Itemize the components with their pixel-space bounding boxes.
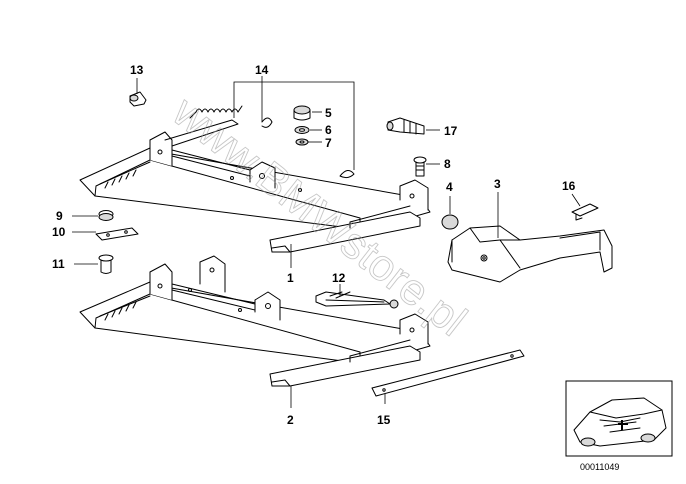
- callout-6: 6: [325, 123, 332, 137]
- diagram-number: 00011049: [580, 462, 619, 472]
- callout-12: 12: [332, 271, 346, 285]
- callout-4: 4: [446, 180, 453, 194]
- spacer-part[interactable]: [98, 210, 114, 221]
- callout-16: 16: [562, 179, 576, 193]
- callout-1: 1: [287, 271, 294, 285]
- bolt-part[interactable]: [98, 254, 114, 274]
- threaded-stud[interactable]: [386, 117, 425, 135]
- shim-plate[interactable]: [95, 227, 139, 241]
- callout-9: 9: [56, 209, 63, 223]
- cable-linkage[interactable]: [315, 291, 399, 309]
- cap-part[interactable]: [441, 214, 459, 230]
- callout-7: 7: [325, 136, 332, 150]
- pin-part[interactable]: [129, 91, 147, 107]
- callout-labels: 13 14 5 6 7 17 8 4 3 16 9 10 11 1 12 2 1…: [52, 63, 576, 427]
- callout-5: 5: [325, 106, 332, 120]
- callout-11: 11: [52, 257, 65, 271]
- car-thumbnail-icon: [565, 380, 673, 457]
- callout-17: 17: [444, 124, 458, 138]
- seat-rail-upper[interactable]: [79, 119, 431, 253]
- callout-8: 8: [444, 157, 451, 171]
- callout-14: 14: [255, 63, 269, 77]
- tension-spring[interactable]: [189, 105, 355, 179]
- callout-10: 10: [52, 225, 66, 239]
- bushing-part[interactable]: [293, 105, 311, 121]
- clamp-part[interactable]: [571, 203, 599, 221]
- seat-rail-lower[interactable]: [79, 255, 431, 387]
- washer-part[interactable]: [294, 126, 310, 134]
- screw-part[interactable]: [413, 156, 427, 177]
- callout-3: 3: [494, 177, 501, 191]
- side-trim-bracket[interactable]: [447, 225, 613, 283]
- flat-strip[interactable]: [371, 349, 525, 397]
- callout-13: 13: [130, 63, 144, 77]
- leader-lines: [72, 76, 581, 408]
- clip-part[interactable]: [295, 138, 309, 146]
- callout-15: 15: [377, 413, 391, 427]
- callout-2: 2: [287, 413, 294, 427]
